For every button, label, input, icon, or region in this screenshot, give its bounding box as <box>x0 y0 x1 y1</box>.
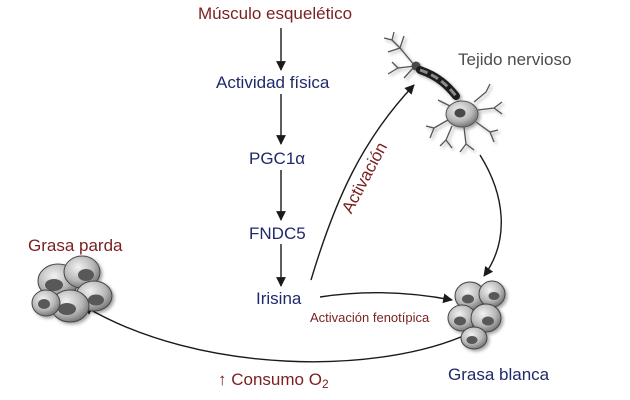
neuron-illustration <box>383 31 503 153</box>
arrow-white-fat-to-brown-fat <box>83 305 471 363</box>
oxygen-subscript: 2 <box>321 377 329 391</box>
oxygen-consumption-text: ↑ Consumo O <box>218 370 322 389</box>
white-fat-cells <box>447 280 506 350</box>
edge-label-phenotypic-activation: Activación fenotípica <box>310 310 430 325</box>
node-nervous-tissue: Tejido nervioso <box>458 50 572 69</box>
arrow-irisin-to-nervous <box>310 84 415 281</box>
node-irisin: Irisina <box>256 289 302 308</box>
arrow-nervous-to-white-fat <box>479 154 502 277</box>
node-brown-fat: Grasa parda <box>28 236 123 255</box>
brown-fat-cells <box>31 255 113 323</box>
node-muscle: Músculo esquelético <box>198 4 353 23</box>
node-physical-activity: Actividad física <box>216 73 330 92</box>
node-pgc1a: PGC1α <box>249 149 306 168</box>
node-white-fat: Grasa blanca <box>448 365 550 384</box>
arrow-irisin-to-white-fat <box>319 292 453 304</box>
edge-label-oxygen-consumption: ↑ Consumo O2 <box>218 370 329 394</box>
node-fndc5: FNDC5 <box>249 224 306 243</box>
